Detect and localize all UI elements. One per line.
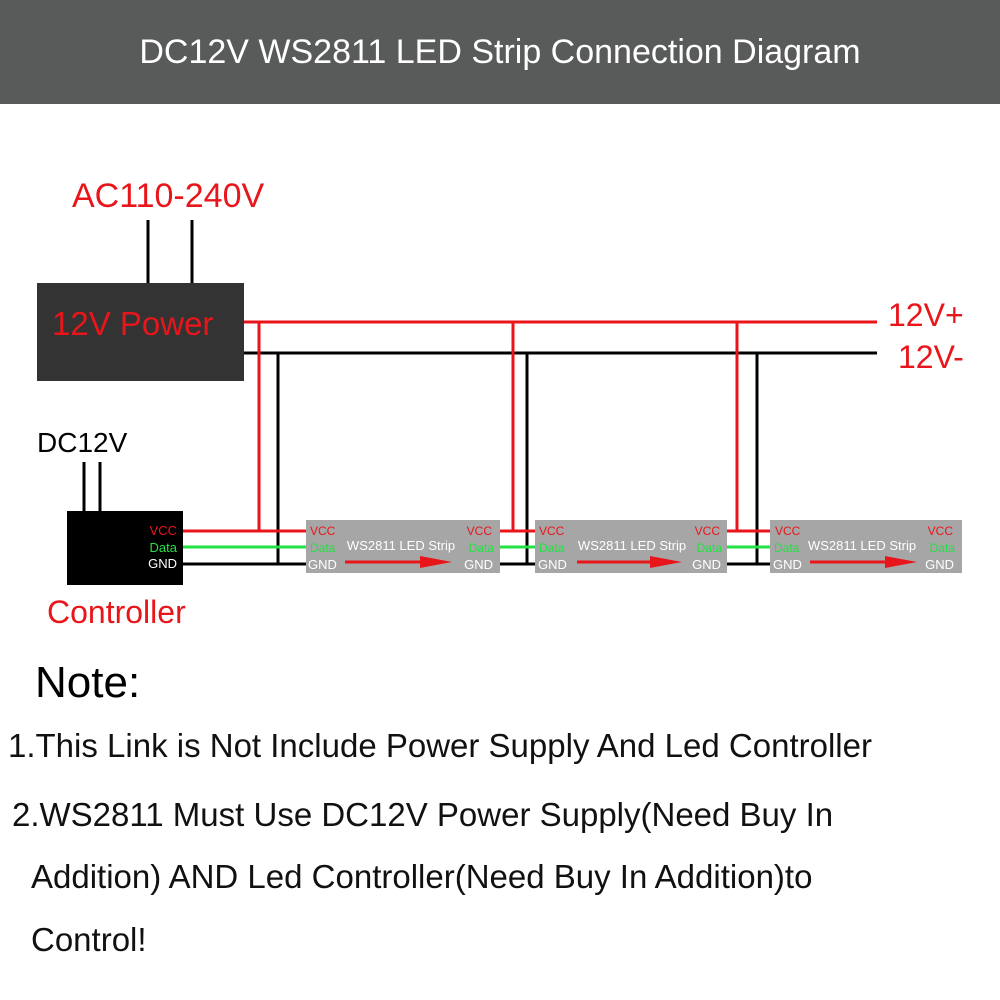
data-direction-arrowhead (885, 556, 917, 568)
note-item-2-line-1: 2.WS2811 Must Use DC12V Power Supply(Nee… (12, 796, 834, 833)
dc-voltage-label: DC12V (37, 427, 128, 458)
controller-gnd-pin: GND (148, 556, 177, 571)
strip-gnd-in: GND (538, 557, 567, 572)
note-item-2-line-3: Control! (31, 921, 147, 958)
led-strip-body (770, 520, 962, 573)
data-direction-arrowhead (420, 556, 452, 568)
led-strip-body (306, 520, 500, 573)
rail-plus-label: 12V+ (888, 297, 964, 333)
strip-gnd-out: GND (464, 557, 493, 572)
header-bar: DC12V WS2811 LED Strip Connection Diagra… (0, 0, 1000, 104)
strip-vcc-out: VCC (467, 524, 493, 538)
page-title: DC12V WS2811 LED Strip Connection Diagra… (139, 33, 861, 71)
connection-diagram: AC110-240V 12V Power 12V+ 12V- DC12V VCC… (37, 177, 964, 630)
strip-data-out: Data (469, 541, 495, 555)
strip-gnd-in: GND (773, 557, 802, 572)
data-direction-arrowhead (650, 556, 682, 568)
strip-gnd-out: GND (925, 557, 954, 572)
strip-vcc-in: VCC (310, 524, 336, 538)
controller-label: Controller (47, 594, 186, 630)
strip-vcc-out: VCC (695, 524, 721, 538)
ac-voltage-label: AC110-240V (72, 177, 264, 215)
strip-gnd-out: GND (692, 557, 721, 572)
strip-vcc-out: VCC (928, 524, 954, 538)
note-item-1: 1.This Link is Not Include Power Supply … (8, 727, 872, 764)
led-strip: VCC Data GND VCC Data GND WS2811 LED Str… (535, 520, 727, 573)
strip-name-label: WS2811 LED Strip (347, 538, 455, 553)
power-supply-label: 12V Power (52, 305, 213, 342)
strip-data-out: Data (697, 541, 723, 555)
rail-minus-label: 12V- (898, 339, 964, 375)
strip-name-label: WS2811 LED Strip (578, 538, 686, 553)
controller-data-pin: Data (150, 540, 178, 555)
strip-data-in: Data (310, 541, 336, 555)
strip-data-out: Data (930, 541, 956, 555)
led-strip: VCC Data GND VCC Data GND WS2811 LED Str… (306, 520, 500, 573)
strip-data-in: Data (774, 541, 800, 555)
controller-vcc-pin: VCC (150, 523, 177, 538)
power-supply-box (37, 283, 244, 381)
strip-name-label: WS2811 LED Strip (808, 538, 916, 553)
controller-box (67, 511, 183, 585)
strip-data-in: Data (539, 541, 565, 555)
note-heading: Note: (35, 658, 141, 707)
strip-vcc-in: VCC (775, 524, 801, 538)
led-strip: VCC Data GND VCC Data GND WS2811 LED Str… (770, 520, 962, 573)
strip-vcc-in: VCC (539, 524, 565, 538)
led-strip-body (535, 520, 727, 573)
note-item-2-line-2: Addition) AND Led Controller(Need Buy In… (31, 858, 813, 895)
strip-gnd-in: GND (308, 557, 337, 572)
